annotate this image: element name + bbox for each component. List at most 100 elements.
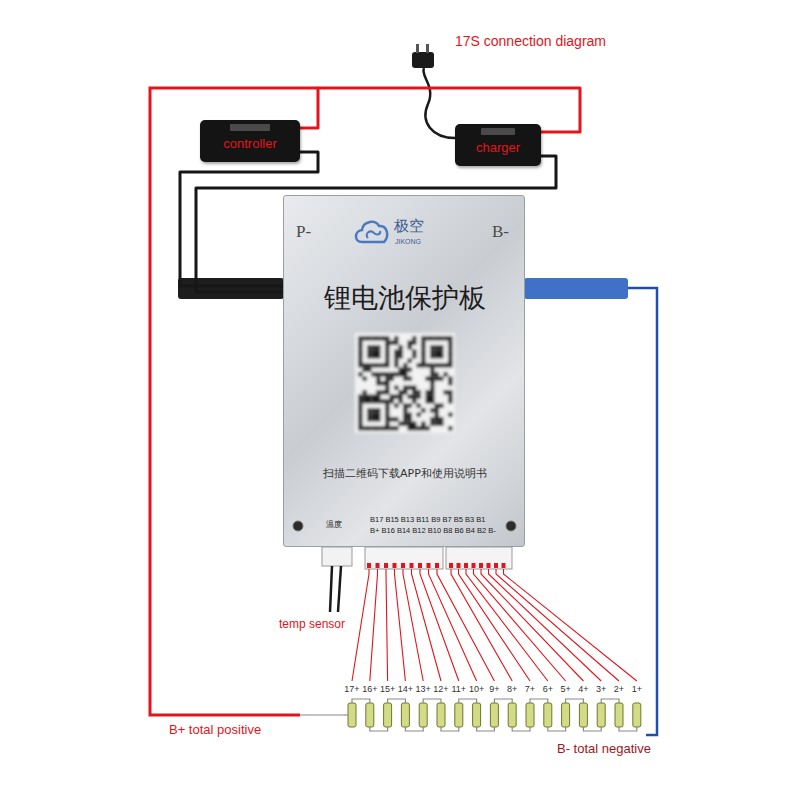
terminal-number: 15+ (379, 684, 396, 694)
qr-module (399, 422, 404, 427)
balance-wire (420, 569, 459, 681)
battery-cell (419, 703, 427, 727)
qr-module (394, 417, 399, 422)
qr-module (385, 417, 390, 422)
qr-module (412, 399, 417, 404)
series-link (512, 727, 530, 731)
qr-module (430, 422, 435, 427)
port-label: 温度 (326, 520, 342, 529)
qr-module (426, 336, 431, 341)
brand-name: JIKONG (395, 238, 421, 246)
qr-module (448, 426, 453, 431)
qr-module (430, 386, 435, 391)
battery-cell (579, 703, 587, 727)
qr-module (394, 341, 399, 346)
qr-module (363, 368, 368, 373)
battery-cell (562, 703, 570, 727)
qr-module (444, 363, 449, 368)
qr-module (394, 350, 399, 355)
qr-module (394, 426, 399, 431)
qr-module (448, 377, 453, 382)
qr-module (421, 408, 426, 413)
qr-module (448, 345, 453, 350)
qr-module (358, 354, 363, 359)
qr-module (448, 350, 453, 355)
series-link (441, 727, 459, 731)
qr-module (394, 363, 399, 368)
qr-module (435, 422, 440, 427)
qr-module (390, 399, 395, 404)
qr-module (421, 359, 426, 364)
terminal-number: 12+ (432, 684, 449, 694)
qr-module (421, 422, 426, 427)
qr-module (399, 395, 404, 400)
charger-cord (423, 68, 455, 138)
connector-pin (376, 563, 380, 568)
qr-module (385, 399, 390, 404)
controller-box: controller (200, 120, 300, 162)
qr-module (390, 426, 395, 431)
terminal-number: 9+ (488, 684, 500, 694)
terminal-number: 7+ (524, 684, 536, 694)
balance-wire (459, 569, 531, 681)
qr-module (367, 408, 372, 413)
series-link (423, 699, 441, 703)
qr-module (448, 363, 453, 368)
qr-module (372, 408, 377, 413)
qr-module (385, 390, 390, 395)
qr-module (430, 408, 435, 413)
series-link (619, 727, 637, 731)
series-link (548, 727, 566, 731)
qr-module (367, 368, 372, 373)
connector-pin (502, 563, 506, 568)
qr-module (385, 336, 390, 341)
battery-cell (597, 703, 605, 727)
qr-module (372, 426, 377, 431)
series-link (601, 699, 619, 703)
battery-cells (344, 699, 641, 731)
qr-module (385, 350, 390, 355)
qr-module (403, 372, 408, 377)
balance-wire (451, 569, 512, 681)
terminal-number: 17+ (343, 684, 360, 694)
qr-module (421, 354, 426, 359)
balance-wire (370, 569, 378, 681)
terminal-label: B- total negative (556, 742, 652, 757)
qr-module (394, 404, 399, 409)
qr-module (399, 350, 404, 355)
qr-module (372, 417, 377, 422)
qr-module (403, 386, 408, 391)
pin-labels: B17 B15 B13 B11 B9 B7 B5 B3 B1 (370, 516, 485, 525)
balance-connector (365, 547, 443, 569)
qr-module (430, 350, 435, 355)
p-minus-cable (178, 278, 284, 299)
qr-module (408, 341, 413, 346)
qr-module (435, 404, 440, 409)
series-link (477, 727, 495, 731)
qr-module (403, 417, 408, 422)
qr-module (385, 363, 390, 368)
logo-swirl (367, 231, 380, 238)
qr-module (358, 359, 363, 364)
qr-module (385, 372, 390, 377)
charger-box: charger (455, 124, 541, 166)
qr-module (403, 404, 408, 409)
series-link (494, 699, 512, 703)
qr-module (403, 413, 408, 418)
qr-module (376, 336, 381, 341)
qr-module (403, 408, 408, 413)
qr-module (363, 399, 368, 404)
qr-module (439, 404, 444, 409)
qr-module (363, 426, 368, 431)
qr-module (412, 354, 417, 359)
balance-wire (489, 569, 602, 681)
qr-module (363, 390, 368, 395)
qr-module (417, 363, 422, 368)
qr-module (421, 341, 426, 346)
qr-module (399, 368, 404, 373)
qr-module (358, 417, 363, 422)
battery-cell (437, 703, 445, 727)
qr-module (439, 350, 444, 355)
qr-module (372, 363, 377, 368)
qr-module (417, 413, 422, 418)
